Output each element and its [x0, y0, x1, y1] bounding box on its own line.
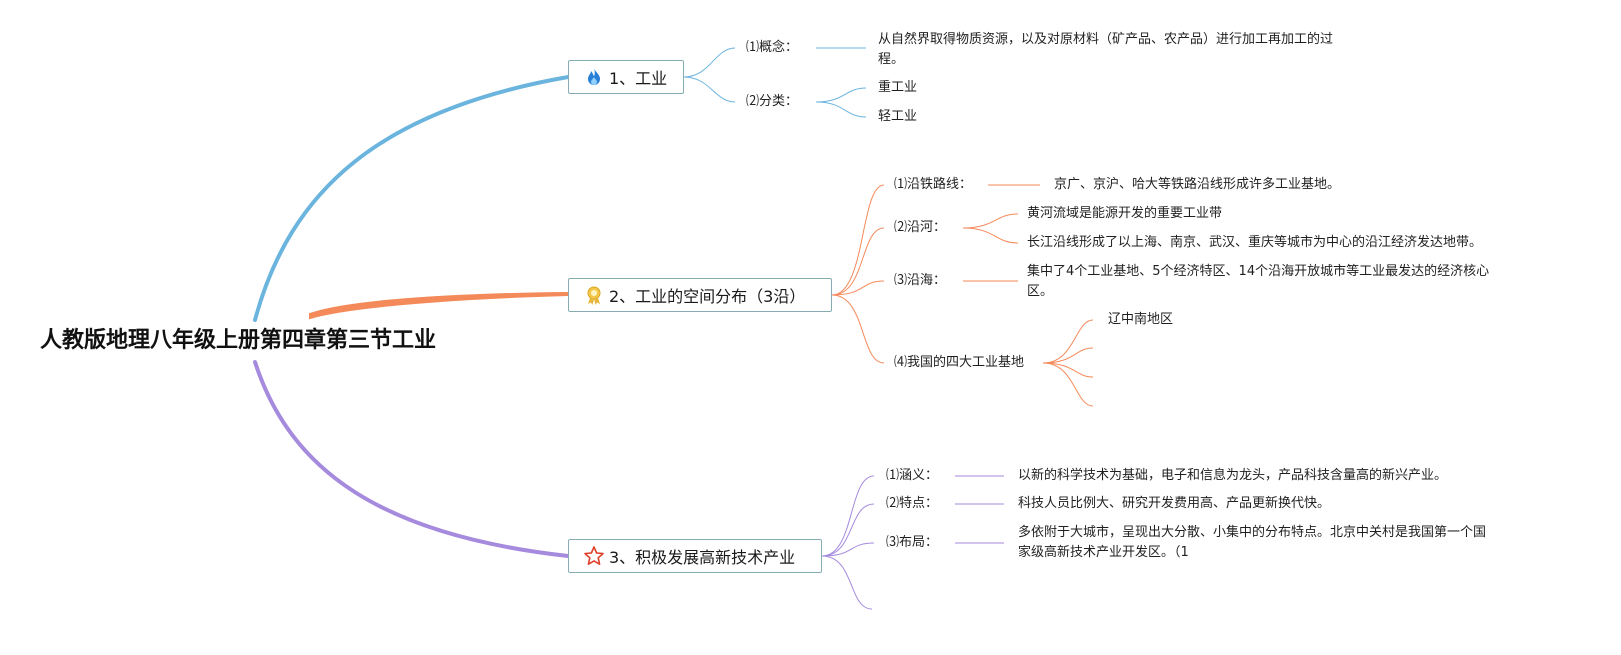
detail-concept[interactable]: 从自然界取得物质资源，以及对原材料（矿产品、农产品）进行加工再加工的过程。 — [878, 32, 1334, 67]
award-medal-icon — [583, 284, 605, 306]
detail-light-industry[interactable]: 轻工业 — [878, 109, 918, 124]
detail-railway[interactable]: 京广、京沪、哈大等铁路沿线形成许多工业基地。 — [1054, 177, 1341, 192]
subtopic-four-bases[interactable]: ⑷我国的四大工业基地 — [894, 355, 1025, 370]
subtopic-along-coast[interactable]: ⑶沿海： — [894, 273, 947, 288]
subtopic-layout[interactable]: ⑶布局： — [886, 535, 939, 550]
root-topic[interactable]: 人教版地理八年级上册第四章第三节工业 — [40, 328, 437, 353]
topic-label: 3、积极发展高新技术产业 — [609, 548, 796, 567]
detail-coast[interactable]: 集中了4个工业基地、5个经济特区、14个沿海开放城市等工业最发达的经济核心区。 — [1027, 264, 1490, 299]
subtopic-meaning[interactable]: ⑴涵义： — [886, 468, 939, 483]
topic-spatial-distribution[interactable]: 2、工业的空间分布（3沿） — [568, 278, 832, 312]
subtopic-features[interactable]: ⑵特点： — [886, 496, 939, 511]
detail-features[interactable]: 科技人员比例大、研究开发费用高、产品更新换代快。 — [1018, 496, 1331, 511]
subtopic-classification[interactable]: ⑵分类： — [746, 94, 799, 109]
branch-connector-1 — [253, 75, 570, 322]
branch-connector-2 — [309, 291, 569, 320]
topic-label: 2、工业的空间分布（3沿） — [609, 287, 806, 306]
detail-liaozhongnan[interactable]: 辽中南地区 — [1108, 312, 1174, 327]
subtopic-along-river[interactable]: ⑵沿河： — [894, 220, 947, 235]
fire-icon — [583, 66, 605, 88]
detail-yangtze[interactable]: 长江沿线形成了以上海、南京、武汉、重庆等城市为中心的沿江经济发达地带。 — [1027, 235, 1483, 250]
detail-heavy-industry[interactable]: 重工业 — [878, 80, 918, 95]
subtopic-concept[interactable]: ⑴概念： — [746, 40, 799, 55]
subtopic-along-railway[interactable]: ⑴沿铁路线： — [894, 177, 973, 192]
topic-high-tech[interactable]: 3、积极发展高新技术产业 — [568, 539, 822, 573]
topic-industry[interactable]: 1、工业 — [568, 60, 684, 94]
detail-meaning[interactable]: 以新的科学技术为基础，电子和信息为龙头，产品科技含量高的新兴产业。 — [1018, 468, 1448, 483]
topic-label: 1、工业 — [609, 69, 668, 88]
detail-layout[interactable]: 多依附于大城市，呈现出大分散、小集中的分布特点。北京中关村是我国第一个国家级高新… — [1018, 525, 1487, 560]
star-icon — [583, 545, 605, 567]
detail-yellow-river[interactable]: 黄河流域是能源开发的重要工业带 — [1027, 206, 1223, 221]
branch-connector-3 — [253, 360, 570, 558]
